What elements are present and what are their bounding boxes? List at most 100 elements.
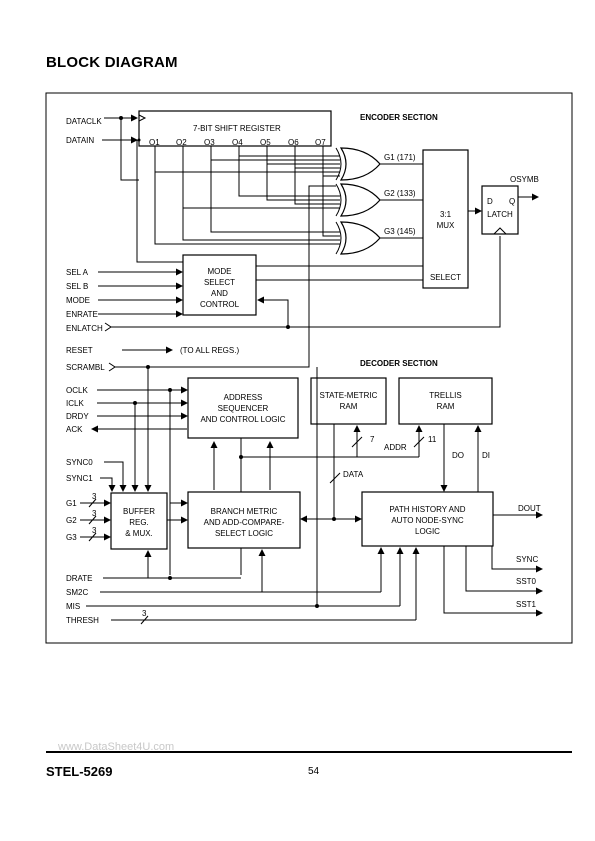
junction-dot <box>137 138 141 142</box>
bus-slash <box>88 498 97 508</box>
enlatch-wire <box>111 236 501 328</box>
di-label: DI <box>482 451 490 460</box>
bus-slash <box>88 532 97 542</box>
sync1-wire <box>100 477 116 492</box>
path-history-line-2: AUTO NODE-SYNC <box>391 516 464 525</box>
address-sequencer-block <box>187 377 299 439</box>
mux-label-ratio: 3:1 <box>440 210 452 219</box>
latch-label: LATCH <box>487 210 513 219</box>
bus-slash <box>88 515 97 525</box>
clock-notch <box>138 114 147 122</box>
dataclk-label: DATACLK <box>66 117 102 126</box>
tap-wire <box>238 146 340 157</box>
xor-gate-g2 <box>335 183 381 217</box>
sst0-label: SST0 <box>516 577 537 586</box>
bus-slash <box>329 472 341 484</box>
dout-label: DOUT <box>518 504 541 513</box>
page-title: BLOCK DIAGRAM <box>46 54 178 71</box>
scrambl-wire <box>115 185 336 368</box>
datain-to-mode <box>136 140 176 263</box>
mode-control-line-2: SELECT <box>204 278 235 287</box>
tap-o5: O5 <box>260 138 271 147</box>
shift-taps: O1 O2 O3 O4 O5 O6 O7 <box>149 138 326 147</box>
watermark: www.DataSheet4U.com <box>58 741 175 753</box>
latch-clock-notch <box>493 227 507 235</box>
junction-dot <box>168 576 172 580</box>
reset-note: (TO ALL REGS.) <box>180 346 239 355</box>
latch-q-label: Q <box>509 197 515 206</box>
tap-o3: O3 <box>204 138 215 147</box>
scrambl-label: SCRAMBL <box>66 363 105 372</box>
mode-control-line-3: AND <box>211 289 228 298</box>
g3-input-label: G3 <box>66 533 77 542</box>
tap-o1: O1 <box>149 138 160 147</box>
tap-wire <box>294 168 340 205</box>
enlatch-label: ENLATCH <box>66 324 103 333</box>
reset-label: RESET <box>66 346 93 355</box>
buffer-block <box>110 492 168 550</box>
g2-width-label: 3 <box>92 509 97 518</box>
diagram-border <box>45 92 573 644</box>
footer-part-number: STEL-5269 <box>46 764 113 779</box>
branch-metric-line-1: BRANCH METRIC <box>211 507 278 516</box>
sela-label: SEL A <box>66 268 89 277</box>
enrate-label: ENRATE <box>66 310 98 319</box>
buffer-line-2: REG. <box>129 518 149 527</box>
tap-wire <box>238 156 340 197</box>
sync-wire <box>491 546 543 573</box>
mode-control-line-4: CONTROL <box>200 300 240 309</box>
footer-page-number: 54 <box>308 766 320 777</box>
state-metric-ram-line-2: RAM <box>340 402 358 411</box>
sync-label: SYNC <box>516 555 538 564</box>
buffer-line-3: & MUX. <box>125 529 153 538</box>
data-label: DATA <box>343 470 364 479</box>
generator-g1-label: G1 (171) <box>384 153 416 162</box>
address-seq-line-2: SEQUENCER <box>218 404 269 413</box>
generator-g2-label: G2 (133) <box>384 189 416 198</box>
sync0-label: SYNC0 <box>66 458 93 467</box>
thresh-width-label: 3 <box>142 609 147 618</box>
sst1-wire <box>443 546 543 617</box>
mux-label-name: MUX <box>437 221 455 230</box>
enlatch-arrow <box>104 322 112 332</box>
tap-wire <box>266 146 340 165</box>
mode-label: MODE <box>66 296 90 305</box>
g2-input-label: G2 <box>66 516 77 525</box>
datain-label: DATAIN <box>66 136 94 145</box>
mode-control-line-1: MODE <box>208 267 232 276</box>
sync0-wire <box>104 461 127 492</box>
xor-gate-g3 <box>335 221 381 255</box>
state-metric-ram-block <box>310 377 387 425</box>
osymb-label: OSYMB <box>510 175 539 184</box>
enlatch-to-control-wire <box>257 296 289 327</box>
tap-o7: O7 <box>315 138 326 147</box>
do-label: DO <box>452 451 464 460</box>
dataclk-branch <box>120 118 139 181</box>
tap-o4: O4 <box>232 138 243 147</box>
tap-wire <box>210 160 340 233</box>
tap-wire <box>266 164 340 201</box>
shift-register-label: 7-BIT SHIFT REGISTER <box>193 124 281 133</box>
trellis-ram-block <box>398 377 493 425</box>
state-metric-ram-line-1: STATE-METRIC <box>320 391 378 400</box>
selb-label: SEL B <box>66 282 88 291</box>
g3-width-label: 3 <box>92 526 97 535</box>
sst1-label: SST1 <box>516 600 537 609</box>
bus-slash <box>413 436 425 448</box>
addr-width-7: 7 <box>370 435 375 444</box>
addr-width-11: 11 <box>428 435 437 444</box>
mis-label: MIS <box>66 602 80 611</box>
path-history-line-1: PATH HISTORY AND <box>389 505 465 514</box>
g1-width-label: 3 <box>92 492 97 501</box>
latch-d-label: D <box>487 197 493 206</box>
bus-slash <box>351 436 363 448</box>
xor-gate-g1 <box>335 147 381 181</box>
sync1-label: SYNC1 <box>66 474 93 483</box>
drdy-label: DRDY <box>66 412 89 421</box>
path-history-block <box>361 491 494 547</box>
latch-block <box>481 185 519 235</box>
branch-metric-line-2: AND ADD-COMPARE- <box>204 518 285 527</box>
branch-metric-block <box>187 491 301 549</box>
drate-label: DRATE <box>66 574 93 583</box>
g1-input-label: G1 <box>66 499 77 508</box>
